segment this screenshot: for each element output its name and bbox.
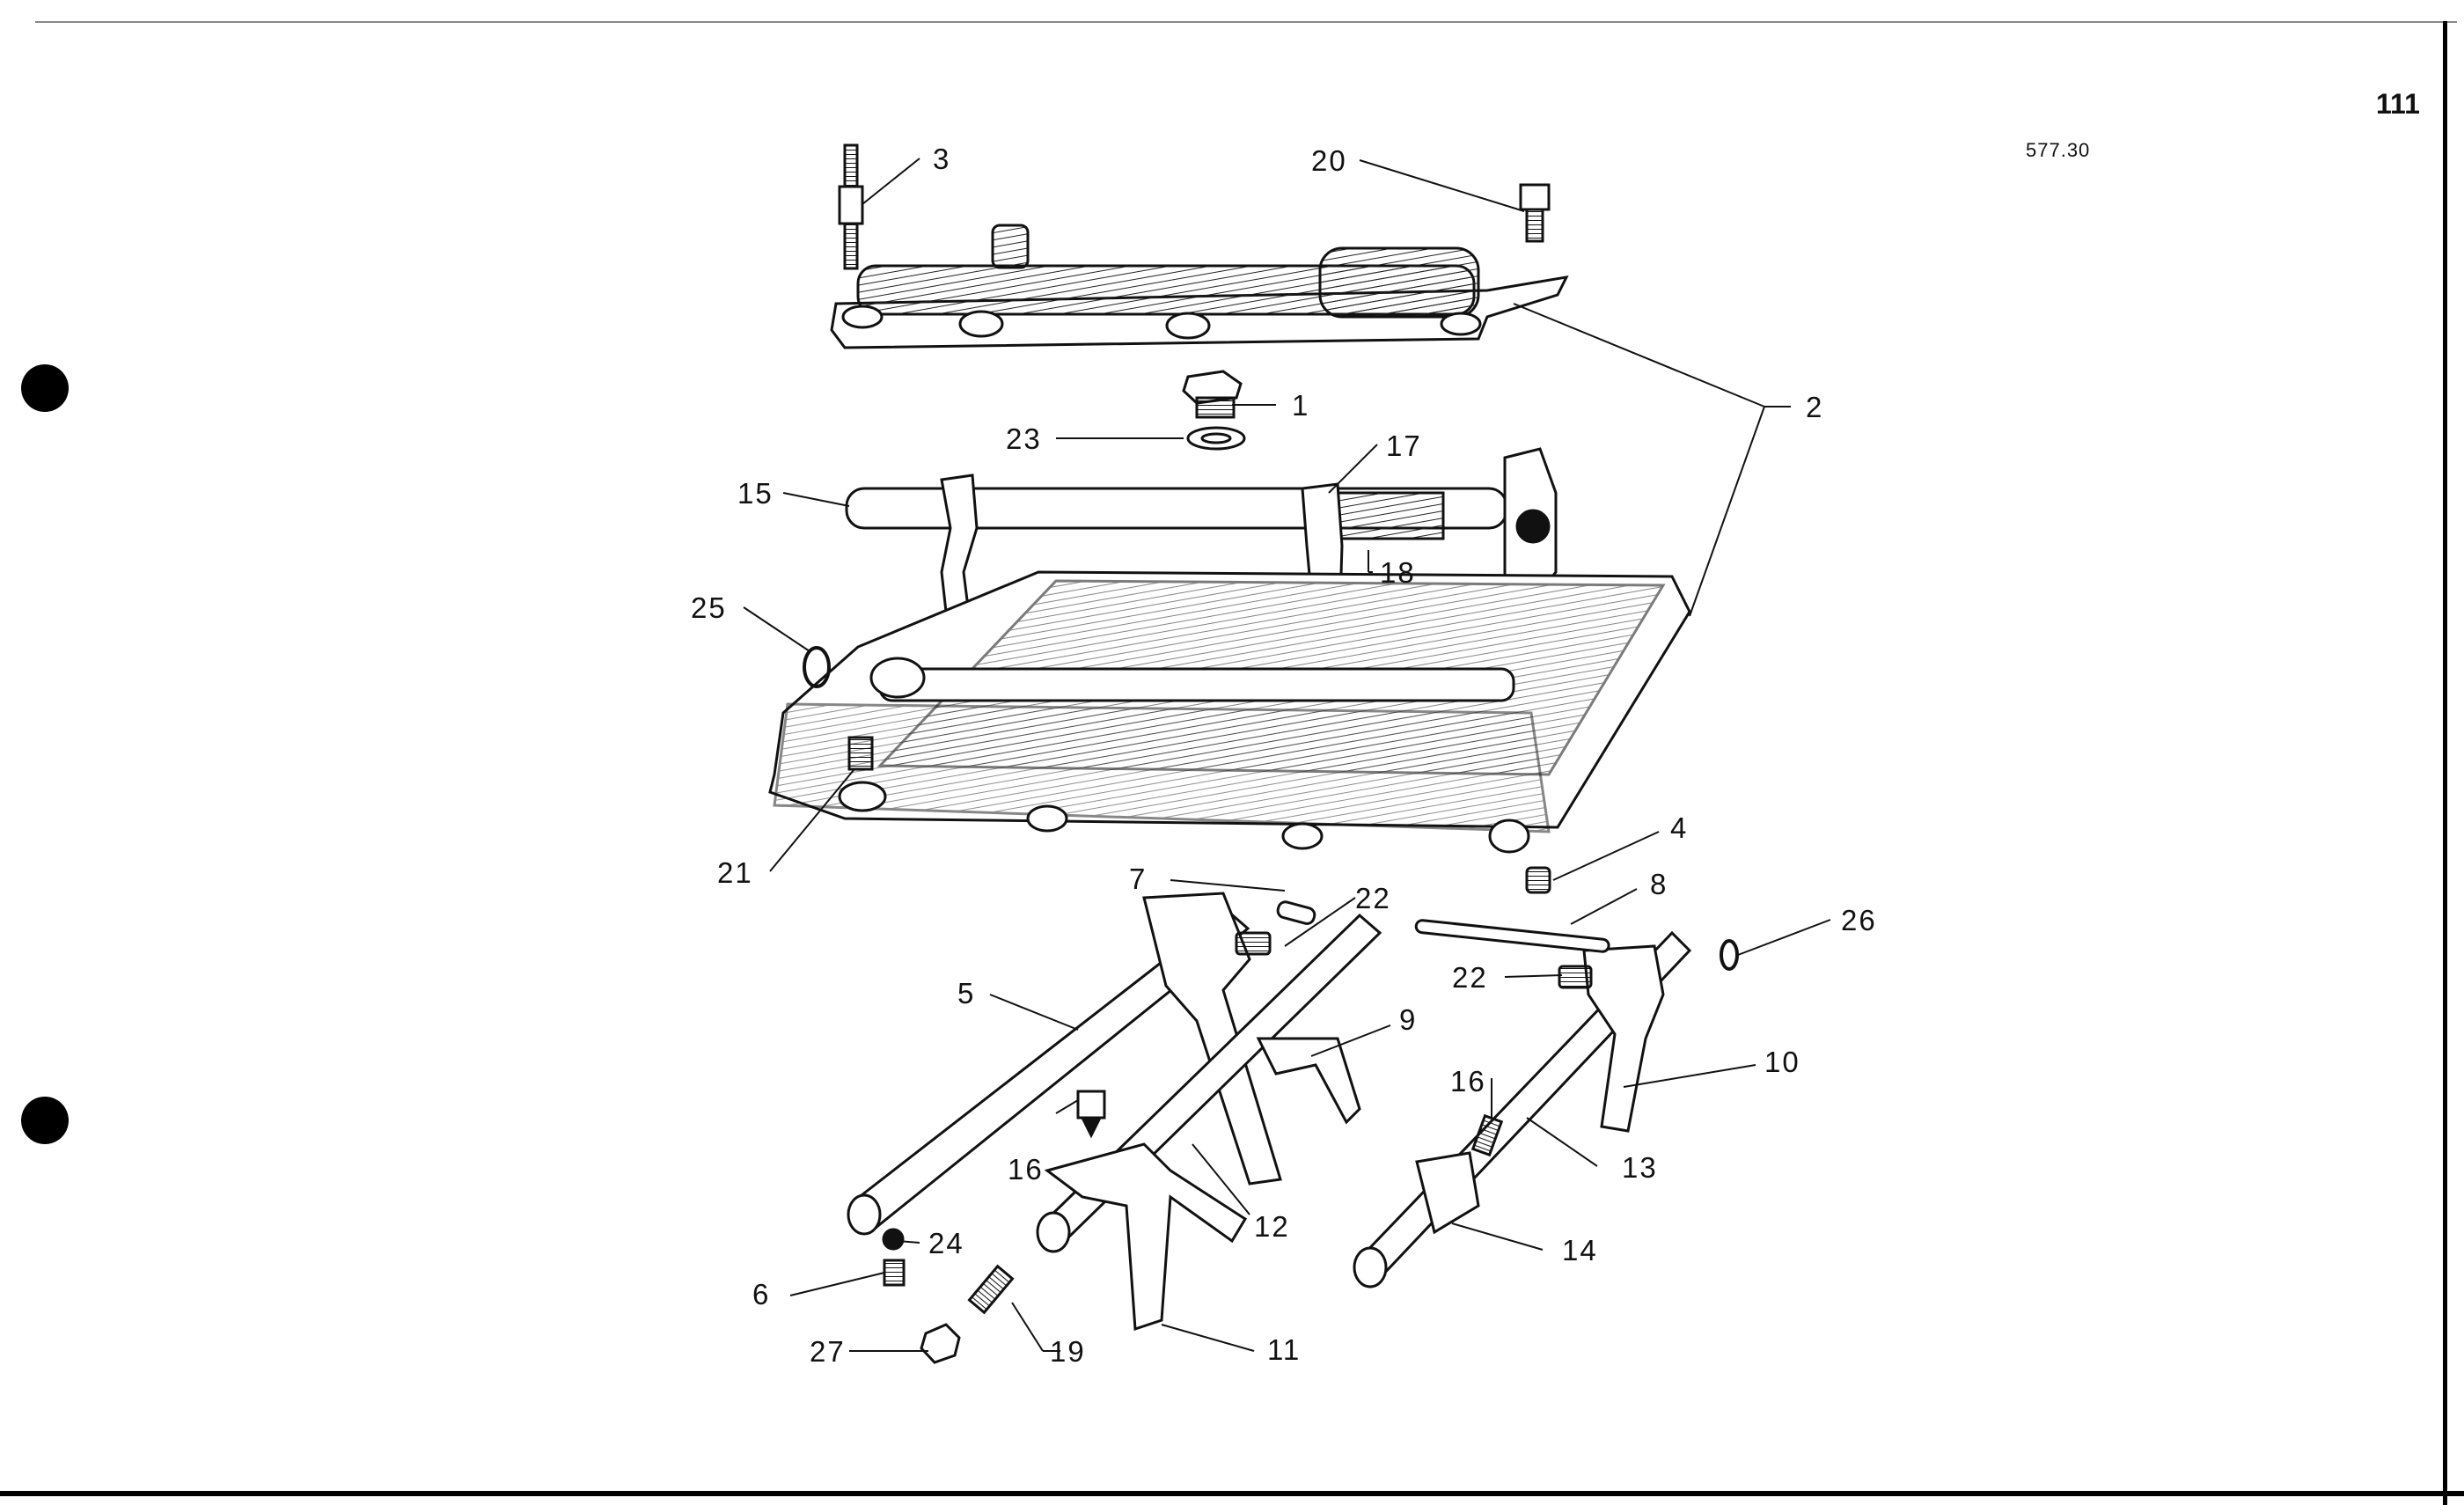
punch-hole-bottom (21, 1097, 69, 1144)
transmission-housing (768, 570, 1691, 854)
small-parts (882, 900, 1739, 1364)
callout-23: 23 (1006, 422, 1042, 455)
page-frame-top (35, 21, 2457, 23)
callout-1: 1 (1292, 389, 1309, 422)
callout-3: 3 (933, 143, 950, 175)
callout-27: 27 (810, 1335, 846, 1368)
callout-20: 20 (1311, 144, 1347, 177)
callout-6: 6 (752, 1278, 770, 1310)
callout-10: 10 (1764, 1046, 1800, 1078)
top-cover-assembly (830, 224, 1569, 349)
callout-13: 13 (1622, 1151, 1658, 1184)
stud (838, 143, 864, 270)
o-ring (803, 646, 831, 688)
page-frame-bottom (0, 1491, 2464, 1496)
callout-11: 11 (1267, 1333, 1301, 1366)
callout-22-lower: 22 (1452, 961, 1488, 994)
callout-18: 18 (1380, 556, 1416, 589)
page-frame-right (2443, 21, 2447, 1505)
callout-5: 5 (957, 977, 975, 1009)
callout-25: 25 (691, 591, 727, 624)
callout-9: 9 (1399, 1003, 1417, 1036)
callout-14: 14 (1562, 1234, 1598, 1266)
bolt (1519, 183, 1551, 243)
callout-labels: 1 2 3 4 5 6 7 8 9 10 11 12 13 14 15 16 1… (691, 143, 1877, 1368)
callout-22-upper: 22 (1355, 882, 1391, 914)
callout-17: 17 (1386, 429, 1422, 462)
callout-12: 12 (1254, 1210, 1290, 1243)
callout-2: 2 (1806, 391, 1823, 423)
callout-15: 15 (737, 477, 774, 510)
selector-rods-and-forks (847, 892, 1692, 1332)
washer (1186, 426, 1246, 451)
callout-7: 7 (1129, 863, 1147, 895)
page-number: 111 (2376, 88, 2420, 120)
callout-16-lower: 16 (1008, 1153, 1044, 1186)
callout-26: 26 (1841, 904, 1877, 936)
callout-16-upper: 16 (1450, 1065, 1486, 1098)
punch-hole-top (21, 364, 69, 412)
callout-4: 4 (1670, 811, 1688, 844)
callout-8: 8 (1650, 868, 1668, 900)
callout-21: 21 (717, 856, 753, 889)
drain-plug (1182, 370, 1243, 419)
selector-shaft-assembly (845, 447, 1558, 693)
sleeve-plug (1525, 866, 1551, 894)
leader-lines (743, 158, 1831, 1352)
figure-code: 577.30 (2026, 139, 2091, 161)
callout-24: 24 (928, 1227, 964, 1259)
callout-19: 19 (1050, 1335, 1086, 1368)
